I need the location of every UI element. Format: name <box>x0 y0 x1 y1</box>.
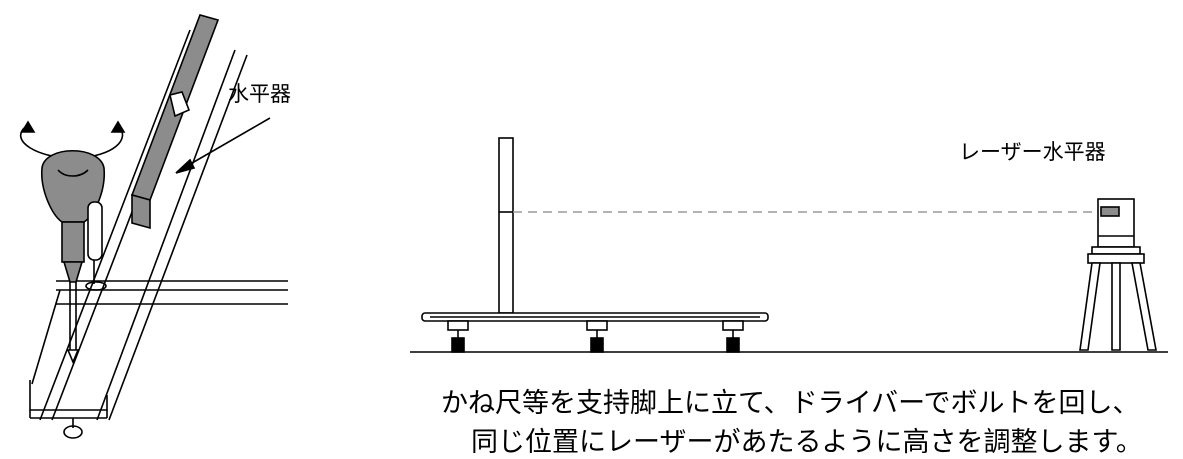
horizontal-bar <box>56 280 288 305</box>
laser-level-label: レーザー水平器 <box>959 140 1106 164</box>
leveling-foot-icon <box>63 418 83 439</box>
support-platform <box>421 312 769 322</box>
support-feet <box>447 320 744 353</box>
level-pointer-arrow <box>175 117 271 174</box>
tripod-icon <box>1079 253 1157 351</box>
right-illustration <box>410 137 1168 353</box>
left-illustration <box>20 14 288 439</box>
square-ruler <box>498 137 514 314</box>
spirit-level-icon <box>130 14 220 230</box>
leveling-illustration <box>20 14 1168 439</box>
channel-base <box>29 289 108 419</box>
leveling-foot-icon <box>722 320 744 353</box>
caption-line-2: 同じ位置にレーザーがあたるように高さを調整します。 <box>471 427 1143 458</box>
leveling-foot-icon <box>586 320 608 353</box>
caption-line-1: かね尺等を支持脚上に立て、ドライバーでボルトを回し、 <box>441 388 1140 419</box>
laser-level-icon <box>1091 198 1141 255</box>
spirit-level-label: 水平器 <box>228 82 291 106</box>
driver-clip <box>85 201 107 291</box>
leveling-foot-icon <box>447 320 469 353</box>
